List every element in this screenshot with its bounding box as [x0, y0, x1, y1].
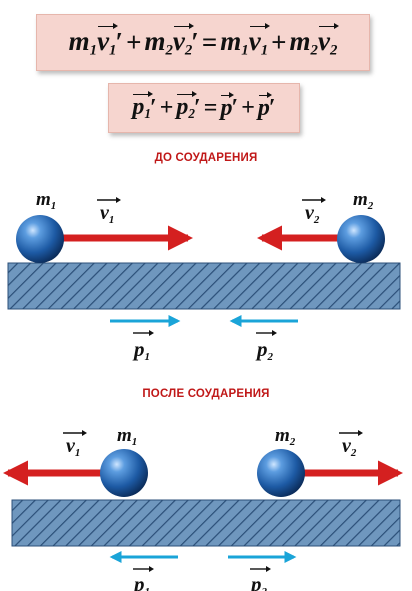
- formula-m1: m1: [68, 25, 98, 59]
- svg-text:v1: v1: [100, 202, 114, 226]
- after-collision-title: ПОСЛЕ СОУДАРЕНИЯ: [142, 388, 270, 400]
- formula-m2: m2: [144, 25, 173, 59]
- formula-p2-prime: p2: [176, 91, 197, 121]
- ball-m2-before: [337, 215, 385, 263]
- label-v2-before: v2: [302, 197, 326, 226]
- ball-m2-after: [257, 449, 305, 497]
- surface-before: [7, 262, 401, 310]
- ball-m1-before: [16, 215, 64, 263]
- vector-momentum-formula: p1′ + p2′ = p′ + p′: [108, 83, 300, 133]
- svg-text:p1: p1: [132, 572, 150, 591]
- label-p2-after: p2: [249, 566, 271, 591]
- svg-text:p2: p2: [249, 572, 268, 591]
- formula-m1-right: m1: [220, 25, 249, 59]
- label-v1-after: v1: [63, 430, 87, 459]
- formula-v2: v2: [317, 22, 340, 59]
- svg-text:p1: p1: [132, 337, 150, 363]
- formula-v1: v1: [248, 22, 271, 59]
- formula-equals: =: [201, 27, 218, 57]
- label-m1-before: m1: [36, 189, 56, 212]
- label-v1-before: v1: [97, 197, 121, 226]
- label-m2-after: m2: [275, 425, 296, 448]
- svg-text:p2: p2: [255, 337, 274, 363]
- formula-plus-right: +: [271, 27, 287, 57]
- label-m1-after: m1: [117, 425, 137, 448]
- svg-text:v1: v1: [66, 435, 80, 459]
- svg-text:v2: v2: [342, 435, 357, 459]
- formula-p-prime-a: p: [220, 91, 235, 121]
- formula-v2-prime: v2: [172, 22, 195, 59]
- momentum-conservation-formula: m1 v1′ + m2 v2′ = m1 v1 + m2 v2: [36, 14, 370, 71]
- svg-text:v2: v2: [305, 202, 320, 226]
- label-p2-before: p2: [255, 330, 277, 363]
- formula-p-prime-b: p: [257, 91, 272, 121]
- before-collision-title: ДО СОУДАРЕНИЯ: [154, 152, 258, 164]
- formula-v1-prime: v1: [97, 22, 119, 59]
- label-v2-after: v2: [339, 430, 363, 459]
- formula-plus: +: [126, 27, 142, 57]
- label-p1-before: p1: [132, 330, 154, 363]
- ball-m1-after: [100, 449, 148, 497]
- label-m2-before: m2: [353, 189, 374, 212]
- formula-m2-right: m2: [289, 25, 318, 59]
- formula-p1-prime: p1: [132, 91, 153, 121]
- label-p1-after: p1: [132, 566, 154, 591]
- surface-after: [11, 499, 401, 547]
